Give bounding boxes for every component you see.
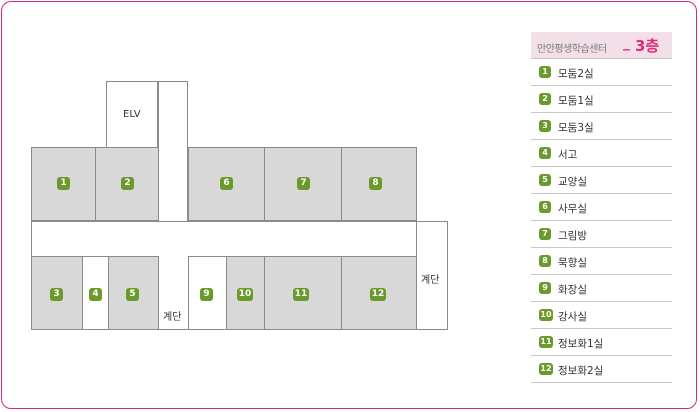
legend-badge: 3 (539, 120, 551, 132)
legend-item[interactable]: 4 서고 (531, 140, 672, 167)
legend-label: 모둠2실 (558, 68, 594, 80)
room-badge-6: 6 (220, 177, 233, 190)
legend-label: 모둠3실 (558, 122, 594, 134)
legend-item[interactable]: 12 정보화2실 (531, 356, 672, 383)
legend-label: 교양실 (558, 176, 587, 188)
legend-badge: 8 (539, 255, 551, 267)
room-badge-3: 3 (50, 288, 63, 301)
elevator (106, 81, 158, 148)
room-badge-8: 8 (369, 177, 382, 190)
legend-item[interactable]: 9 화장실 (531, 275, 672, 302)
room-badge-5: 5 (126, 288, 139, 301)
room-badge-10: 10 (237, 288, 253, 301)
legend-label: 그림방 (558, 230, 587, 242)
legend-badge: 9 (539, 282, 551, 294)
elevator-label: ELV (123, 109, 141, 120)
legend-badge: 6 (539, 201, 551, 213)
legend-item[interactable]: 1 모둠2실 (531, 59, 672, 86)
floor-plan: ELV 계단 계단 1 2 6 7 8 3 4 5 9 10 11 12 (31, 81, 448, 330)
stairs-center (158, 256, 189, 330)
legend-badge: 12 (539, 363, 553, 375)
room-badge-4: 4 (89, 288, 102, 301)
room-badge-7: 7 (297, 177, 310, 190)
room-badge-1: 1 (57, 177, 70, 190)
legend-item[interactable]: 5 교양실 (531, 167, 672, 194)
corridor (31, 221, 448, 257)
vertical-corridor (158, 81, 188, 221)
legend-label: 서고 (558, 149, 578, 161)
legend-label: 묵향실 (558, 257, 587, 269)
room-badge-9: 9 (200, 288, 213, 301)
center-name: 만안평생학습센터 (537, 44, 607, 55)
legend-item[interactable]: 7 그림방 (531, 221, 672, 248)
legend-header: 만안평생학습센터 _ 3층 (531, 32, 672, 59)
legend-item[interactable]: 8 묵향실 (531, 248, 672, 275)
room-badge-2: 2 (121, 177, 134, 190)
room-badge-11: 11 (293, 288, 309, 301)
legend-item[interactable]: 6 사무실 (531, 194, 672, 221)
legend-badge: 1 (539, 66, 551, 78)
room-9[interactable] (188, 256, 227, 330)
legend-label: 강사실 (558, 311, 587, 323)
legend-badge: 10 (539, 309, 553, 321)
legend-item[interactable]: 10 강사실 (531, 302, 672, 329)
legend-label: 정보화1실 (558, 338, 604, 350)
room-3[interactable] (31, 256, 83, 330)
legend-item[interactable]: 11 정보화1실 (531, 329, 672, 356)
stairs-center-label: 계단 (163, 312, 182, 323)
legend-badge: 11 (539, 336, 553, 348)
stairs-right-label: 계단 (421, 275, 440, 286)
legend-label: 화장실 (558, 284, 587, 296)
legend-item[interactable]: 3 모둠3실 (531, 113, 672, 140)
legend-label: 정보화2실 (558, 365, 604, 377)
legend-badge: 4 (539, 147, 551, 159)
legend-badge: 7 (539, 228, 551, 240)
legend-badge: 5 (539, 174, 551, 186)
legend-label: 모둠1실 (558, 95, 594, 107)
floor-label: 3층 (635, 37, 660, 55)
room-badge-12: 12 (370, 288, 386, 301)
legend-item[interactable]: 2 모둠1실 (531, 86, 672, 113)
legend-label: 사무실 (558, 203, 587, 215)
stairs-right (416, 221, 448, 330)
title-separator: _ (623, 35, 630, 51)
legend-badge: 2 (539, 93, 551, 105)
